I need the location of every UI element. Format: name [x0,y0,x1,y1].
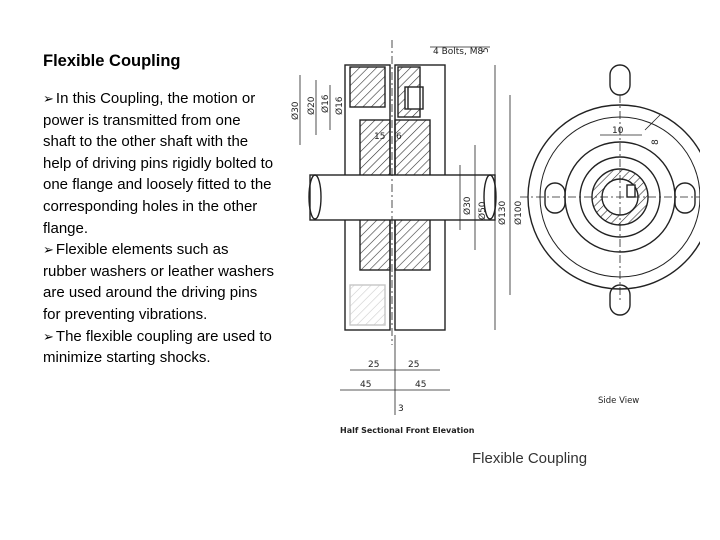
bullet-text: Flexible elements such as rubber washers… [43,241,274,323]
slide-title: Flexible Coupling [43,52,181,70]
dim-25-left: 25 [368,360,379,370]
coupling-drawing: 4 Bolts, M8 5 Ø30 Ø20 Ø16 Ø16 15 6 Ø30 Ø… [290,40,700,467]
dim-45-right: 45 [415,380,426,390]
dim-label-mid: Ø100 [513,200,524,225]
figure-caption: Flexible Coupling [472,450,587,467]
dim-15: 15 [374,132,385,142]
front-elevation [299,40,511,415]
bullet-text: The flexible coupling are used to minimi… [43,327,272,367]
dim-label-left: Ø30 [290,101,301,120]
dim-3: 3 [398,404,404,414]
dim-45-left: 45 [360,380,371,390]
bolts-note: 4 Bolts, M8 [433,47,483,57]
dim-label-left: Ø20 [306,96,317,115]
dim-label-mid: Ø130 [497,200,508,225]
arrow-bullet-icon: ➢ [43,91,54,106]
dim-label-mid: Ø50 [477,201,488,220]
dim-6: 6 [396,132,402,142]
arrow-bullet-icon: ➢ [43,328,54,344]
dim-5: 5 [481,47,491,53]
front-elevation-label: Half Sectional Front Elevation [340,426,475,435]
dim-label-left: Ø16 [334,96,345,115]
dim-8: 8 [651,139,661,145]
bullet-item: ➢Flexible elements such as rubber washer… [43,239,275,325]
dim-25-right: 25 [408,360,419,370]
dim-label-left: Ø16 [320,94,331,113]
dim-10: 10 [612,126,624,136]
dim-label-mid: Ø30 [462,196,473,215]
bullet-list: ➢In this Coupling, the motion or power i… [43,88,275,369]
side-view [520,64,700,316]
bullet-item: ➢In this Coupling, the motion or power i… [43,88,275,239]
bullet-text: In this Coupling, the motion or power is… [43,90,274,237]
arrow-bullet-icon: ➢ [43,242,54,258]
side-view-label: Side View [598,396,639,406]
bullet-item: ➢The flexible coupling are used to minim… [43,326,275,369]
